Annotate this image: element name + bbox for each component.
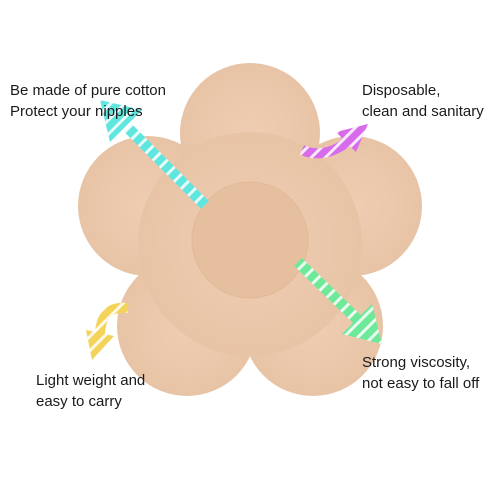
callout-viscosity: Strong viscosity, not easy to fall off <box>362 352 479 394</box>
callout-lightweight-line-1: Light weight and <box>36 372 146 389</box>
callout-cotton: Be made of pure cotton Protect your nipp… <box>10 80 166 122</box>
green-arrow <box>294 258 382 344</box>
callout-viscosity-line-2: not easy to fall off <box>362 375 480 392</box>
flower-center <box>192 182 308 298</box>
callout-disposable: Disposable, clean and sanitary <box>362 80 484 122</box>
callout-lightweight-line-2: easy to carry <box>36 393 122 410</box>
callout-lightweight: Light weight and easy to carry <box>36 370 145 412</box>
callout-cotton-line-2: Protect your nipples <box>10 103 143 120</box>
teal-arrow <box>100 100 209 209</box>
callout-viscosity-line-1: Strong viscosity, <box>362 354 471 371</box>
callout-disposable-line-2: clean and sanitary <box>362 103 484 120</box>
callout-disposable-line-1: Disposable, <box>362 82 441 99</box>
pink-arrow <box>300 124 368 159</box>
yellow-arrow <box>86 302 129 360</box>
callout-cotton-line-1: Be made of pure cotton <box>10 82 166 99</box>
